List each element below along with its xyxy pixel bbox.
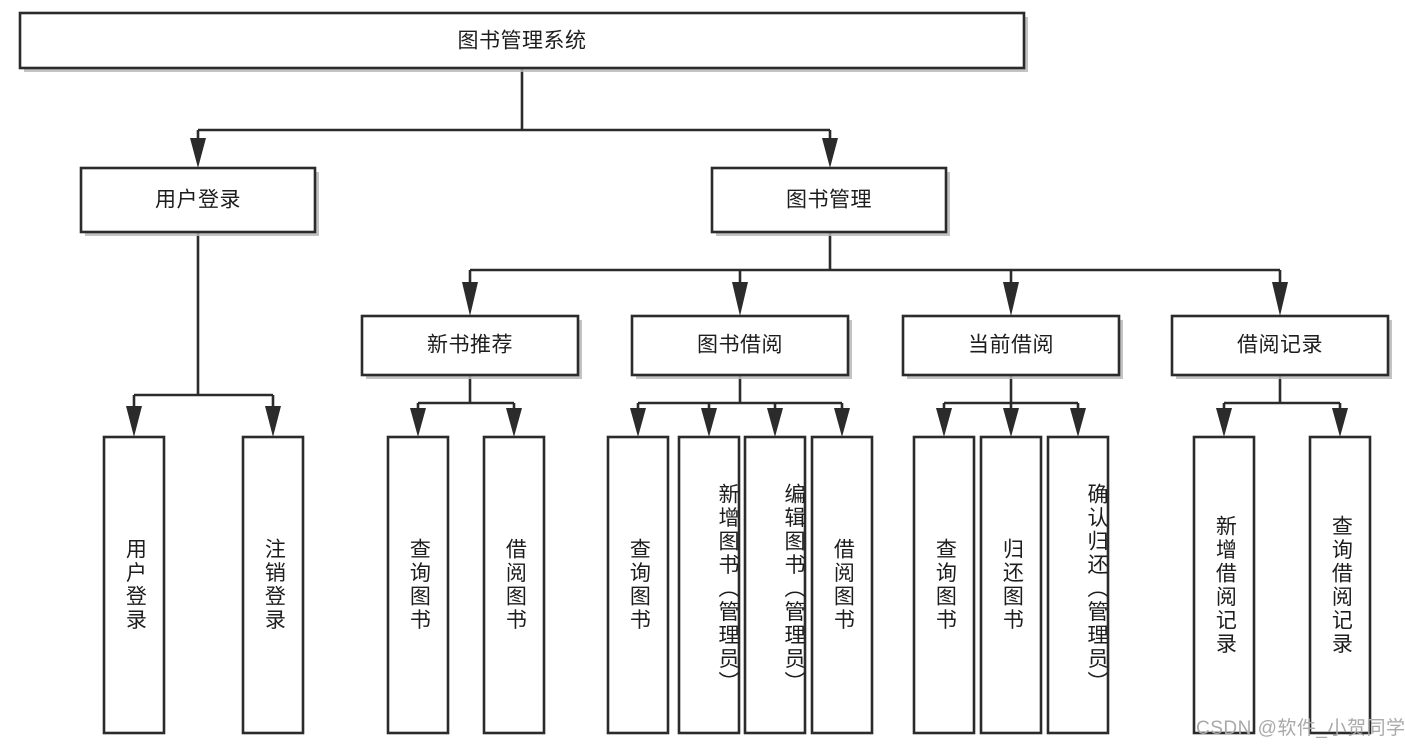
node-leaf-user-login[interactable]: [102, 435, 166, 735]
arrow-icon: [732, 282, 748, 316]
node-rect: [630, 314, 850, 377]
connector-recommend-to-leaves: [410, 375, 522, 437]
node-user-login[interactable]: 用户登录: [79, 166, 319, 236]
node-leaf-confirm-return[interactable]: [1046, 435, 1110, 735]
node-rect: [1170, 314, 1390, 377]
node-leaf-borrow-books-2[interactable]: [810, 435, 874, 735]
node-rect: [18, 11, 1026, 70]
node-rect: [386, 435, 450, 735]
arrow-icon: [506, 408, 522, 437]
node-rect: [482, 435, 546, 735]
node-rect: [1308, 435, 1372, 735]
arrow-icon: [767, 408, 783, 437]
watermark-text: CSDN @软件_小贺同学: [1196, 718, 1405, 739]
arrow-icon: [1332, 408, 1348, 437]
node-rect: [102, 435, 166, 735]
node-rect: [1046, 435, 1110, 735]
node-leaf-add-record[interactable]: [1192, 435, 1256, 735]
node-rect: [241, 435, 305, 735]
node-leaf-query-books-1[interactable]: [386, 435, 450, 735]
node-book-borrow[interactable]: 图书借阅: [630, 314, 852, 379]
arrow-icon: [1216, 408, 1232, 437]
arrow-icon: [410, 408, 426, 437]
node-leaf-user-logout[interactable]: [241, 435, 305, 735]
node-leaf-query-books-3[interactable]: [912, 435, 976, 735]
node-rect: [912, 435, 976, 735]
arrow-icon: [462, 282, 478, 316]
node-book-management[interactable]: 图书管理: [710, 166, 950, 236]
node-label-user-login: 用户登录: [155, 189, 241, 212]
node-leaf-return-books[interactable]: [979, 435, 1043, 735]
node-rect: [743, 435, 807, 735]
node-rect: [979, 435, 1043, 735]
connector-root-to-level2: [190, 68, 838, 168]
node-borrow-record[interactable]: 借阅记录: [1170, 314, 1392, 379]
node-label-new-book-recommend: 新书推荐: [427, 334, 513, 357]
arrow-icon: [1003, 282, 1019, 316]
node-rect: [677, 435, 741, 735]
connector-borrowrecord-to-leaves: [1216, 375, 1348, 437]
arrow-icon: [936, 408, 952, 437]
connector-currentborrow-to-leaves: [936, 375, 1086, 437]
arrow-icon: [630, 408, 646, 437]
node-rect: [79, 166, 317, 234]
arrow-icon: [265, 406, 281, 437]
node-leaf-add-book[interactable]: [677, 435, 741, 735]
node-label-borrow-record: 借阅记录: [1237, 334, 1323, 357]
arrow-icon: [822, 138, 838, 168]
arrow-icon: [190, 138, 206, 168]
node-label-current-borrow: 当前借阅: [968, 334, 1054, 357]
connector-userlogin-to-leaves: [126, 232, 281, 437]
arrow-icon: [1003, 408, 1019, 437]
node-rect: [901, 314, 1121, 377]
node-rect: [1192, 435, 1256, 735]
node-rect: [360, 314, 580, 377]
node-rect: [710, 166, 948, 234]
connector-bookborrow-to-leaves: [630, 375, 850, 437]
arrow-icon: [834, 408, 850, 437]
node-leaf-edit-book[interactable]: [743, 435, 807, 735]
node-leaf-query-books-2[interactable]: [606, 435, 670, 735]
arrow-icon: [126, 406, 142, 437]
node-rect: [606, 435, 670, 735]
node-label-book-management: 图书管理: [786, 189, 872, 212]
connector-bookmgmt-to-level3: [462, 232, 1288, 316]
arrow-icon: [1272, 282, 1288, 316]
node-label-root: 图书管理系统: [458, 30, 587, 53]
node-root[interactable]: 图书管理系统: [18, 11, 1028, 72]
node-leaf-query-record[interactable]: [1308, 435, 1372, 735]
node-current-borrow[interactable]: 当前借阅: [901, 314, 1123, 379]
node-rect: [810, 435, 874, 735]
arrow-icon: [1070, 408, 1086, 437]
node-leaf-borrow-books-1[interactable]: [482, 435, 546, 735]
node-label-book-borrow: 图书借阅: [697, 334, 783, 357]
node-new-book-recommend[interactable]: 新书推荐: [360, 314, 582, 379]
arrow-icon: [701, 408, 717, 437]
